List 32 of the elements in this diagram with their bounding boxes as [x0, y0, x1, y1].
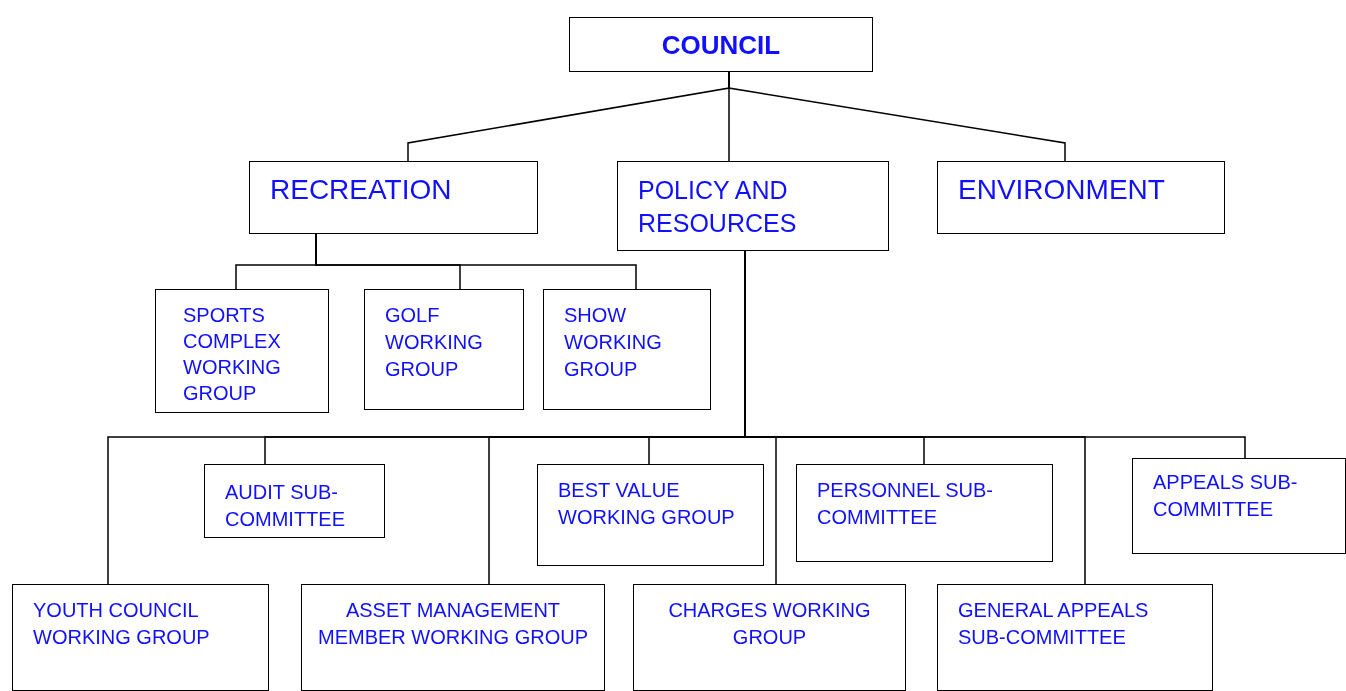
committee-box: [937, 584, 1213, 691]
committee-box: [364, 289, 524, 410]
committee-box: [301, 584, 605, 691]
committee-box: [249, 161, 538, 234]
committee-box: [617, 161, 889, 251]
committee-name: SPORTS COMPLEX WORKING GROUP: [183, 303, 282, 406]
committee-name: GENERAL APPEALS SUB-COMMITTEE: [958, 598, 1150, 650]
committee-box: [796, 464, 1053, 562]
committee-box: [937, 161, 1225, 234]
committee-name: CHARGES WORKING GROUP: [667, 598, 872, 650]
committee-name: SHOW WORKING GROUP: [564, 303, 663, 382]
committee-name: GOLF WORKING GROUP: [385, 303, 484, 382]
committee-name: ENVIRONMENT: [958, 174, 1166, 206]
committee-name: APPEALS SUB-COMMITTEE: [1153, 470, 1299, 522]
committee-name: COUNCIL: [660, 29, 782, 61]
committee-name: AUDIT SUB-COMMITTEE: [225, 480, 346, 532]
connector-line: [728, 71, 1066, 162]
committee-name: BEST VALUE WORKING GROUP: [558, 478, 736, 530]
committee-box: [543, 289, 711, 410]
committee-box: [1132, 458, 1346, 554]
committee-name: RECREATION: [270, 174, 453, 206]
committee-box: [12, 584, 269, 691]
committee-name: POLICY AND RESOURCES: [638, 175, 798, 239]
committee-name: PERSONNEL SUB-COMMITTEE: [817, 478, 994, 530]
connector-line: [315, 233, 637, 290]
committee-name: YOUTH COUNCIL WORKING GROUP: [33, 598, 211, 650]
committee-box: [155, 289, 329, 413]
committee-box: [569, 17, 873, 72]
committee-box: [633, 584, 906, 691]
committee-box: [537, 464, 764, 566]
committee-box: [204, 464, 385, 538]
committee-name: ASSET MANAGEMENT MEMBER WORKING GROUP: [317, 598, 589, 650]
